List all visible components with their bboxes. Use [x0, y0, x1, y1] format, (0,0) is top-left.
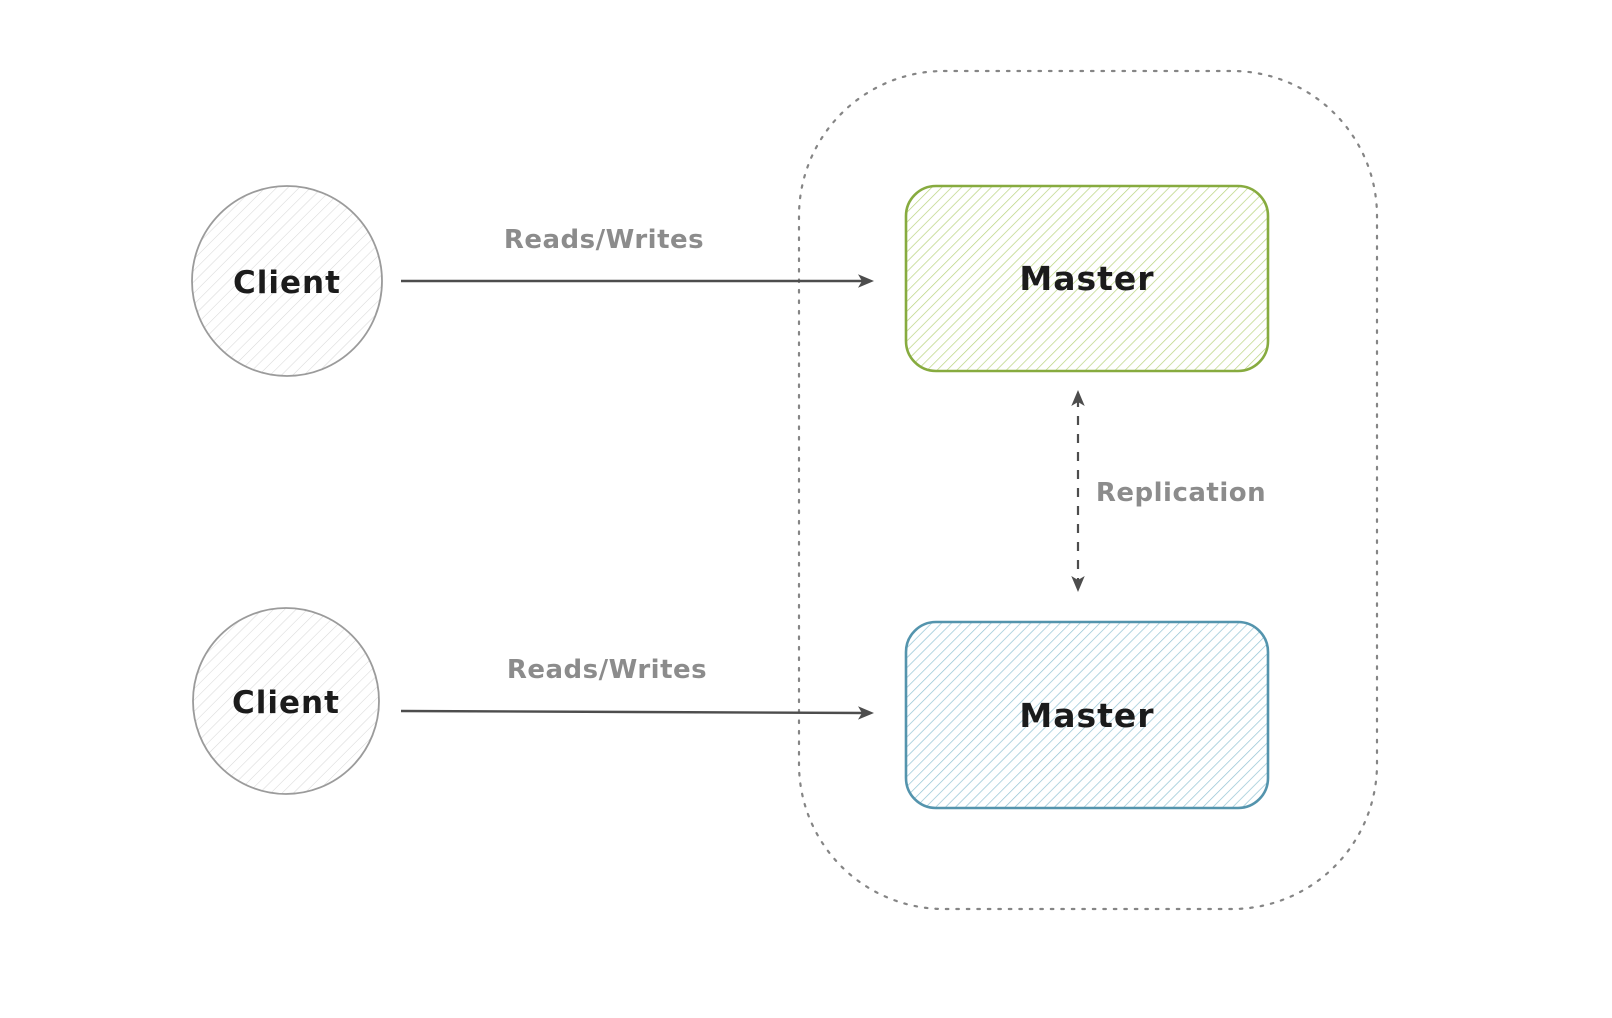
client-node-1: Client — [191, 185, 383, 377]
edge-replication-label: Replication — [1096, 478, 1266, 508]
master-green-label: Master — [1019, 259, 1154, 298]
edge-client1-to-master-green: Reads/Writes — [401, 225, 874, 288]
client-2-label: Client — [232, 685, 340, 721]
edge-client2-to-master-blue: Reads/Writes — [400, 655, 874, 720]
edge-client2-label: Reads/Writes — [507, 655, 707, 685]
master-blue-rect — [904, 620, 1270, 810]
client-node-2: Client — [192, 607, 380, 795]
edge-replication: Replication — [1071, 390, 1266, 592]
client-2-circle — [192, 607, 380, 795]
master-green-rect — [904, 184, 1270, 373]
client-1-circle — [191, 185, 383, 377]
client-1-label: Client — [233, 265, 341, 301]
replication-group-container — [797, 69, 1379, 911]
edge-client1-label: Reads/Writes — [504, 225, 704, 255]
edge-client2-line — [400, 706, 874, 720]
master-node-blue: Master — [904, 620, 1270, 810]
master-node-green: Master — [904, 184, 1270, 373]
master-blue-label: Master — [1019, 696, 1154, 735]
